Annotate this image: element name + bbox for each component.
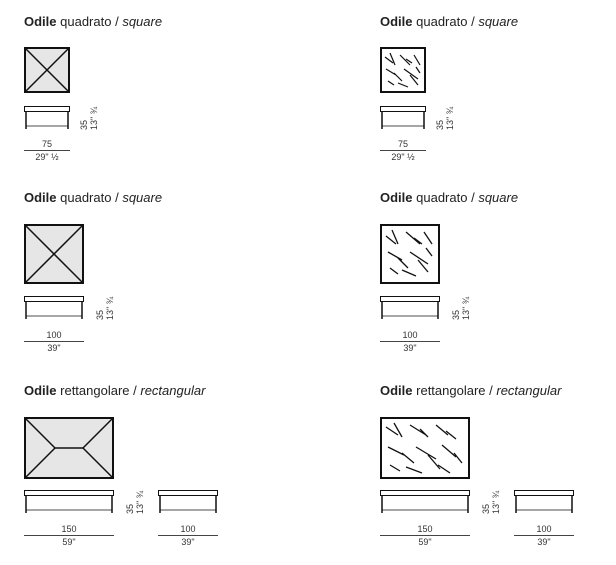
product-title: Odile quadrato / square (24, 14, 163, 29)
width-dimension: 75 29" ½ (380, 139, 426, 162)
width-dimension: 100 39" (24, 330, 84, 353)
plan-view-marble-square-small (380, 47, 426, 93)
side-view-large (24, 296, 84, 319)
depth-dimension: 100 39" (158, 524, 218, 547)
side-view-small (380, 106, 426, 129)
plan-view-glass-square-large (24, 224, 84, 284)
product-title: Odile quadrato / square (380, 190, 519, 205)
width-dimension: 150 59" (380, 524, 470, 547)
side-view-rectangular-short (158, 490, 218, 513)
side-view-rectangular-short (514, 490, 574, 513)
depth-dimension: 100 39" (514, 524, 574, 547)
side-view-small (24, 106, 70, 129)
width-dimension: 100 39" (380, 330, 440, 353)
plan-view-glass-rectangular (24, 417, 114, 479)
product-title: Odile rettangolare / rectangular (24, 383, 206, 398)
product-title: Odile rettangolare / rectangular (380, 383, 562, 398)
width-dimension: 75 29" ½ (24, 139, 70, 162)
side-view-rectangular-long (380, 490, 470, 513)
plan-view-marble-rectangular (380, 417, 470, 479)
side-view-large (380, 296, 440, 319)
product-title: Odile quadrato / square (380, 14, 519, 29)
plan-view-marble-square-large (380, 224, 440, 284)
product-title: Odile quadrato / square (24, 190, 163, 205)
plan-view-glass-square-small (24, 47, 70, 93)
width-dimension: 150 59" (24, 524, 114, 547)
side-view-rectangular-long (24, 490, 114, 513)
